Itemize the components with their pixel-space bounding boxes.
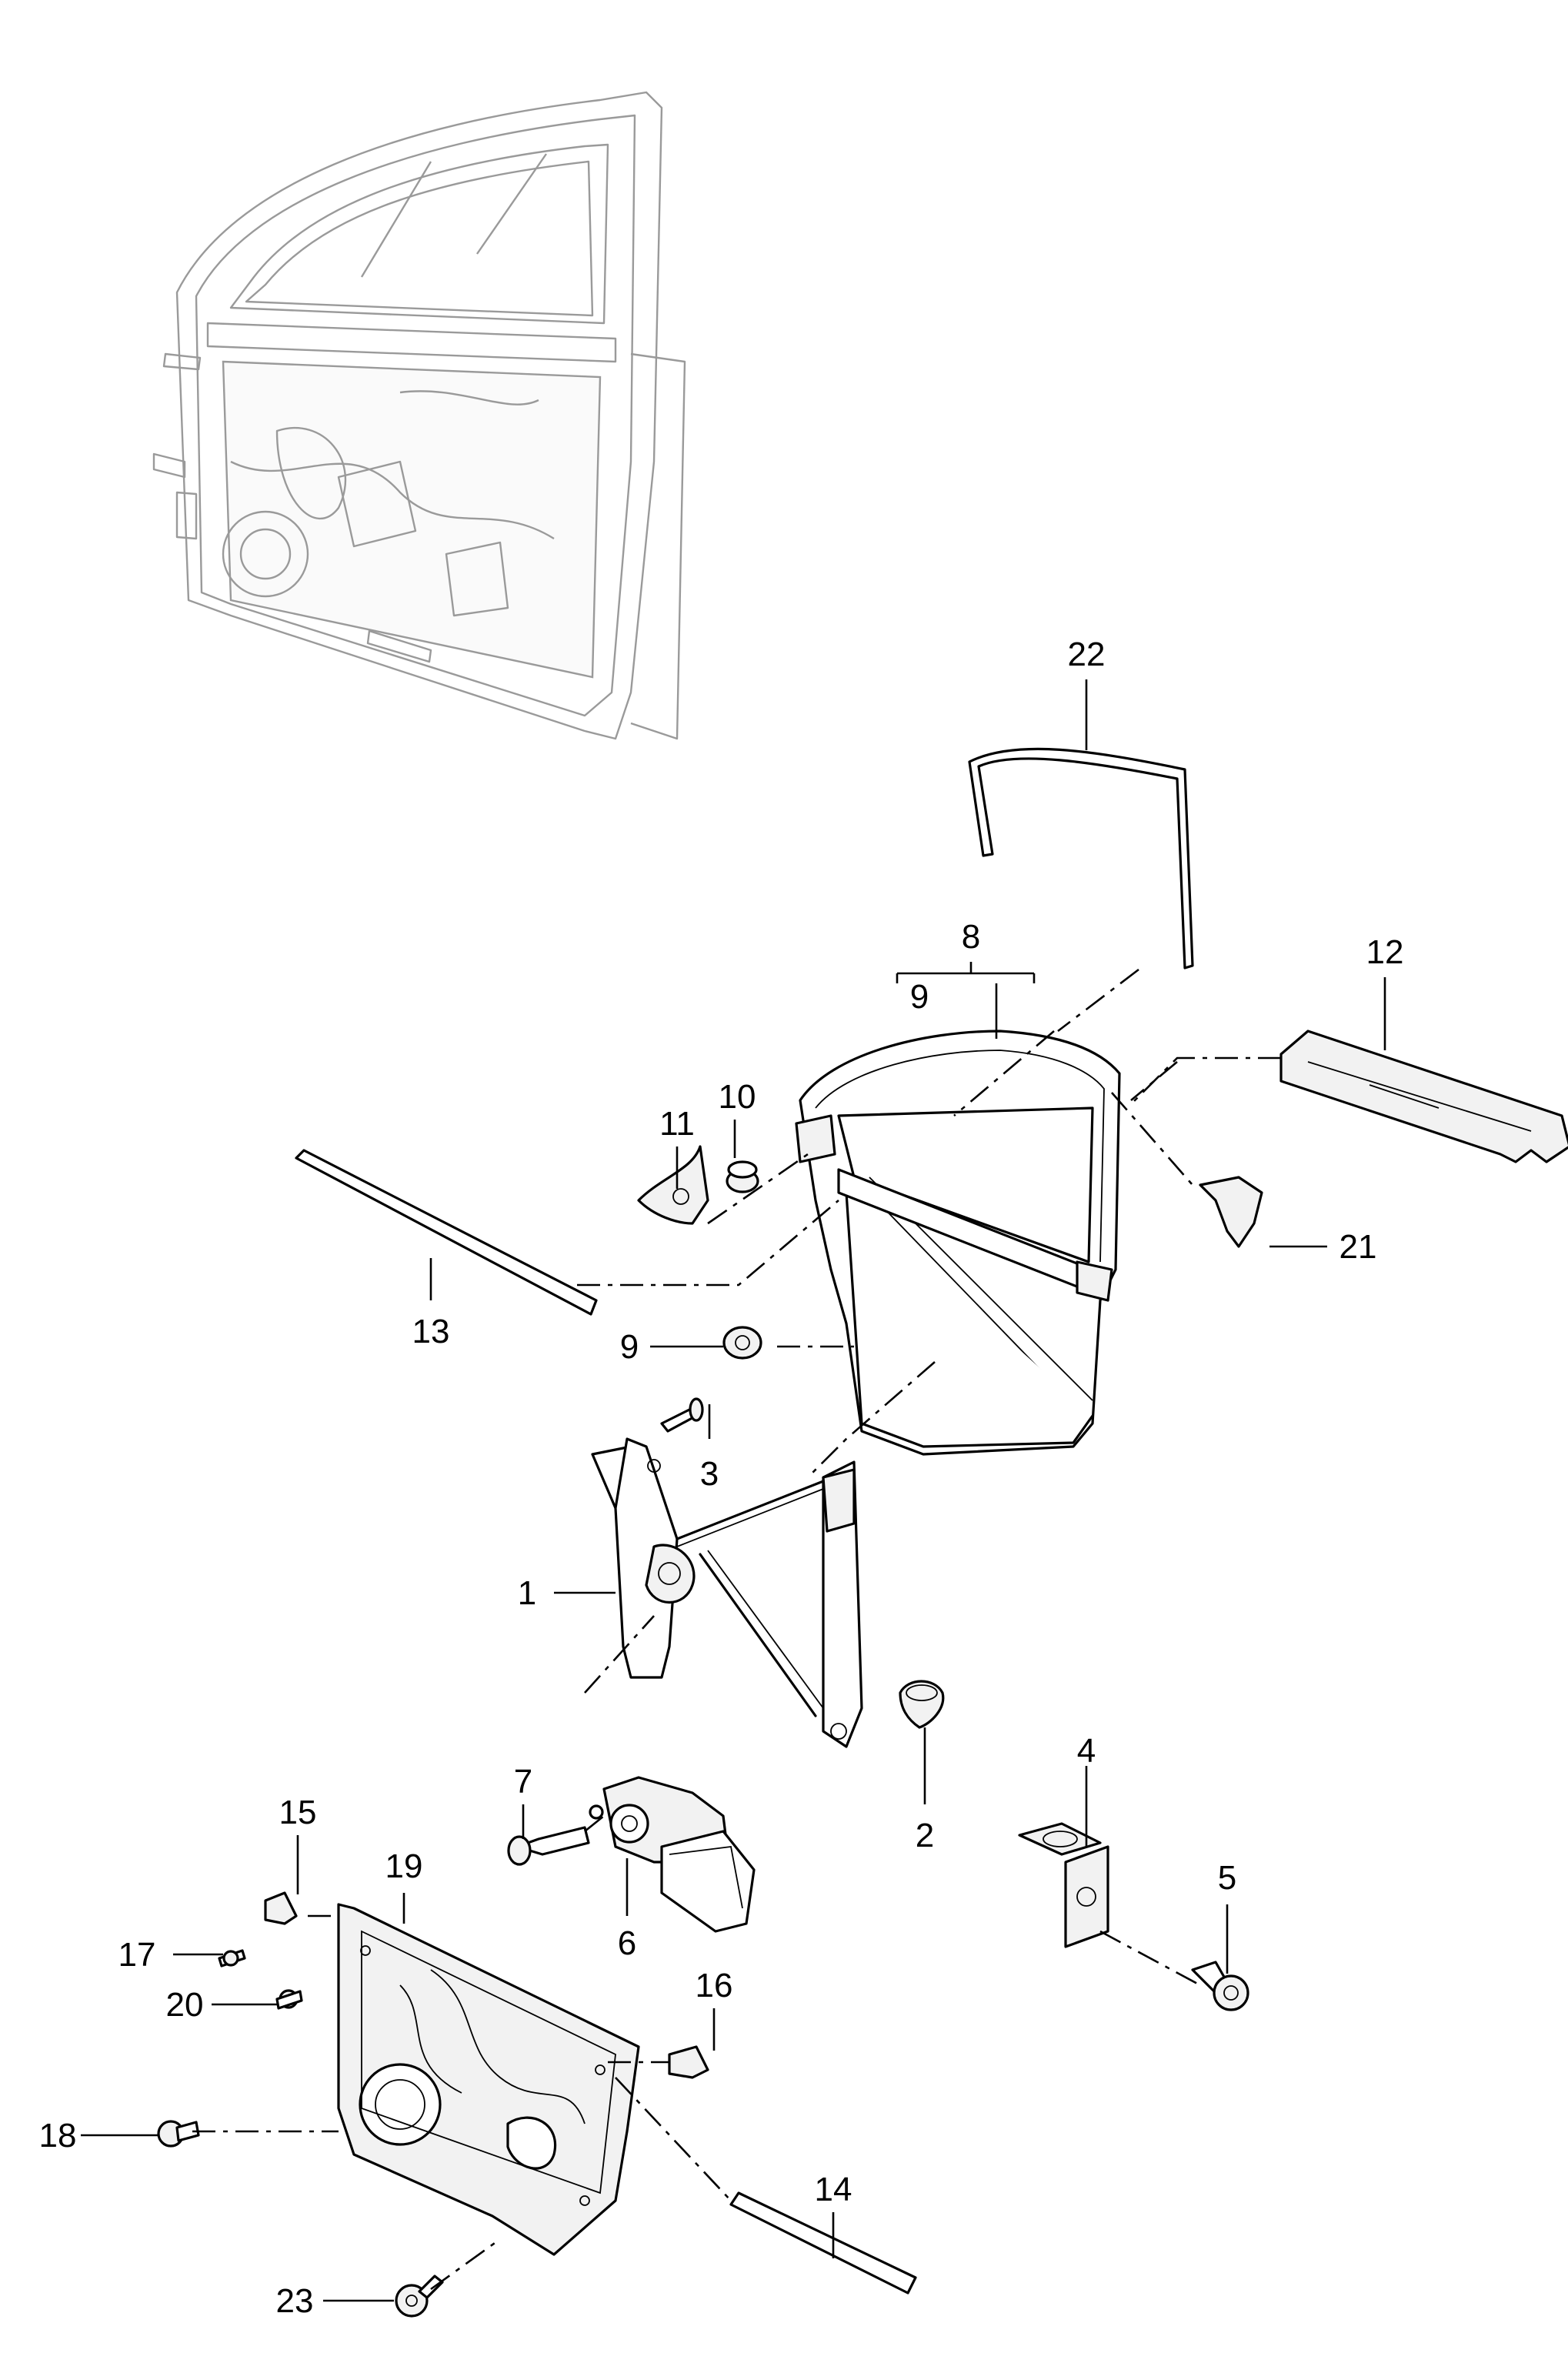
part-6-window-motor <box>589 1776 756 1933</box>
part-4-mounting-plate <box>1018 1822 1109 1948</box>
part-22-glass-run-seal <box>968 747 1194 970</box>
part-14-sealing-strip <box>729 2191 917 2295</box>
callout-7: 7 <box>514 1763 532 1801</box>
callout-16: 16 <box>696 1967 733 2004</box>
part-16-clip <box>668 2045 709 2079</box>
part-19-door-module-carrier <box>337 1903 640 2256</box>
part-2-clip <box>899 1680 945 1729</box>
callout-8: 8 <box>962 918 980 956</box>
part-1-window-regulator <box>591 1437 863 1748</box>
callout-23: 23 <box>276 2282 314 2320</box>
callout-14: 14 <box>815 2171 852 2208</box>
callout-leaders <box>81 679 1386 2302</box>
callout-3: 3 <box>700 1455 719 1493</box>
callout-5: 5 <box>1218 1859 1236 1897</box>
callout-6: 6 <box>618 1924 636 1962</box>
callout-15: 15 <box>279 1794 317 1831</box>
door-shell-illustration <box>152 91 686 740</box>
callout-numbers: 22 8 9 12 10 11 13 9 21 3 1 2 4 5 7 6 15… <box>39 636 1404 2320</box>
part-18-screw <box>157 2120 200 2148</box>
callout-13: 13 <box>412 1313 450 1350</box>
part-13-door-strip <box>295 1149 598 1316</box>
callout-19: 19 <box>385 1847 423 1885</box>
callout-2: 2 <box>916 1817 934 1854</box>
callout-20: 20 <box>166 1986 204 2024</box>
callout-18: 18 <box>39 2117 77 2154</box>
callout-9-roller: 9 <box>620 1328 639 1366</box>
callout-9-glass: 9 <box>910 978 929 1016</box>
assembly-lines <box>192 968 1281 2291</box>
callout-17: 17 <box>118 1936 156 1974</box>
callout-22: 22 <box>1068 636 1106 673</box>
callout-4: 4 <box>1077 1732 1096 1770</box>
callout-1: 1 <box>518 1574 536 1612</box>
callout-21: 21 <box>1339 1228 1377 1266</box>
callout-12: 12 <box>1366 933 1404 971</box>
part-10-bushing <box>726 1160 759 1193</box>
part-21-bracket <box>1199 1176 1263 1248</box>
part-3-rivet <box>660 1397 704 1433</box>
part-7-bolt <box>507 1826 590 1866</box>
part-20-screw <box>275 1989 303 2010</box>
part-8-window-glass-assembly <box>795 1030 1121 1456</box>
part-5-bolt <box>1191 1961 1249 2011</box>
callout-11: 11 <box>659 1105 695 1143</box>
part-17-screw <box>218 1949 246 1967</box>
part-23-screw <box>395 2275 444 2318</box>
part-15-clip <box>264 1891 298 1925</box>
callout-10: 10 <box>719 1078 756 1116</box>
part-12-sill-trim <box>1279 1030 1568 1163</box>
part-9-roller <box>722 1326 762 1360</box>
part-11-cover-cap <box>637 1145 709 1225</box>
